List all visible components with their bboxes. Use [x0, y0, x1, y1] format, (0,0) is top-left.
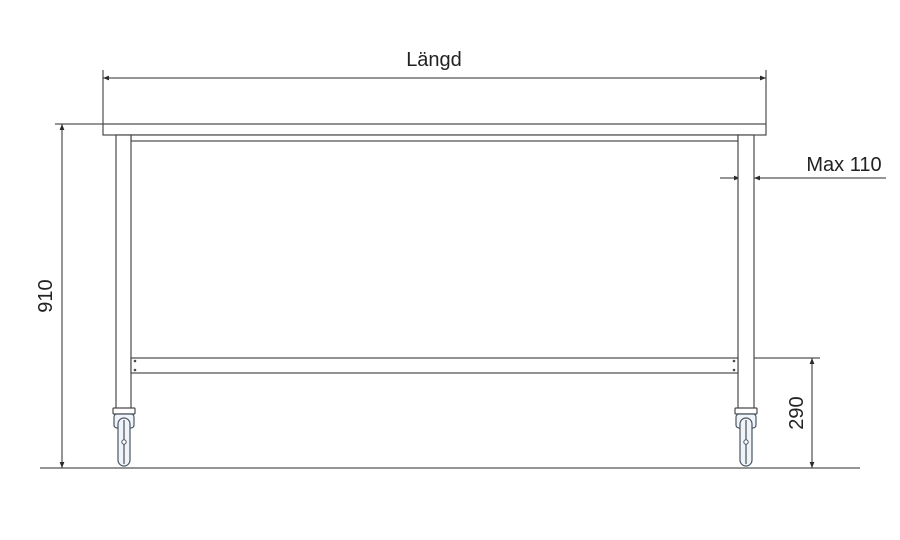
- shelf-height-label: 290: [786, 396, 808, 429]
- left-caster-wheel: [112, 407, 136, 467]
- height-dimension: 910: [35, 123, 103, 468]
- right-caster-wheel: [734, 407, 758, 467]
- height-label: 910: [35, 279, 57, 312]
- left-leg: [115, 134, 132, 412]
- lower-shelf-rail: [130, 357, 739, 374]
- length-label: Längd: [406, 49, 462, 71]
- table-top: [102, 123, 767, 142]
- shelf-height-dimension: 290: [742, 357, 820, 468]
- right-leg: [737, 134, 755, 412]
- length-dimension: Längd: [102, 49, 767, 124]
- overhang-label: Max 110: [806, 154, 881, 176]
